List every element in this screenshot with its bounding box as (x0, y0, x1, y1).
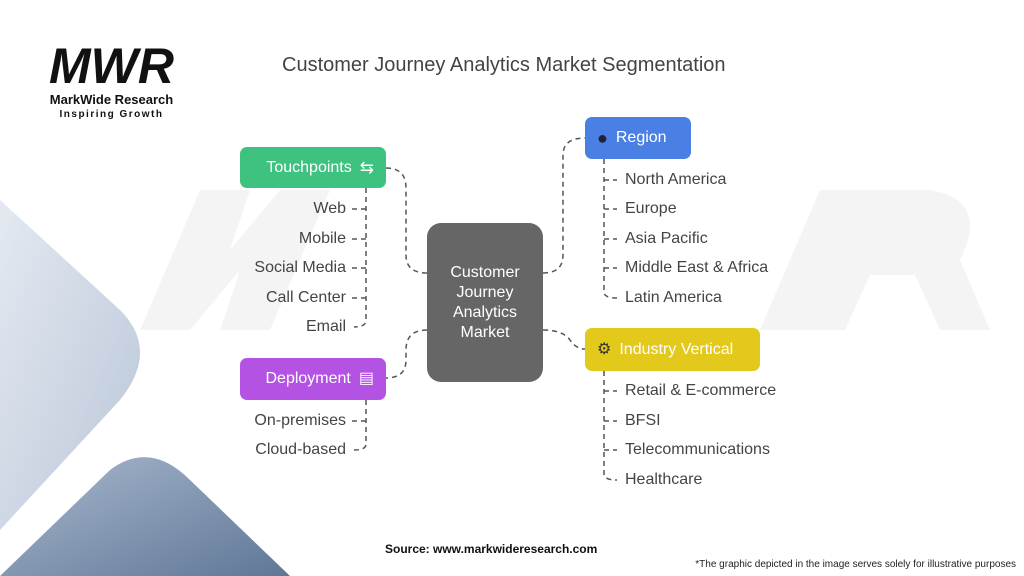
watermark-shape (140, 190, 990, 330)
list-item: Latin America (625, 289, 722, 306)
robot-arm-icon: ⚙ (597, 340, 612, 358)
list-item: Asia Pacific (625, 230, 708, 247)
region-node: ● Region (585, 117, 691, 159)
region-label: Region (615, 129, 667, 146)
center-line: Market (460, 323, 510, 341)
list-item: Europe (625, 200, 677, 217)
devices-sync-icon: ⇆ (359, 157, 374, 177)
list-item: BFSI (625, 412, 661, 429)
center-line: Journey (456, 283, 514, 301)
deployment-label: Deployment (265, 370, 351, 387)
footnote: *The graphic depicted in the image serve… (695, 559, 1016, 570)
touchpoints-node: Touchpoints ⇆ (240, 147, 386, 188)
list-item: On-premises (254, 412, 346, 429)
list-item: Cloud-based (255, 441, 346, 458)
list-item: Middle East & Africa (625, 259, 769, 276)
source-text: Source: www.markwideresearch.com (385, 542, 598, 556)
center-line: Analytics (452, 303, 518, 321)
page-title: Customer Journey Analytics Market Segmen… (282, 54, 726, 76)
server-icon: ▤ (358, 370, 374, 387)
list-item: Healthcare (625, 471, 703, 488)
list-item: Telecommunications (625, 441, 770, 458)
logo-name: MarkWide Research (49, 92, 174, 107)
logo-tagline: Inspiring Growth (59, 109, 164, 120)
logo-mark: MWR (49, 38, 174, 94)
list-item: Retail & E-commerce (625, 382, 777, 399)
list-item: Mobile (298, 230, 346, 247)
logo: MWR MarkWide Research Inspiring Growth (34, 40, 189, 121)
globe-icon: ● (597, 128, 608, 148)
list-item: Call Center (265, 289, 346, 306)
center-node: Customer Journey Analytics Market (427, 223, 543, 382)
touchpoints-label: Touchpoints (266, 158, 352, 176)
deployment-node: Deployment ▤ (240, 358, 386, 400)
list-item: Web (313, 200, 346, 217)
center-line: Customer (450, 263, 520, 281)
list-item: North America (625, 171, 727, 188)
list-item: Email (305, 318, 346, 335)
industry-node: ⚙ Industry Vertical (585, 328, 760, 371)
list-item: Social Media (254, 259, 346, 276)
industry-label: Industry Vertical (619, 340, 734, 358)
